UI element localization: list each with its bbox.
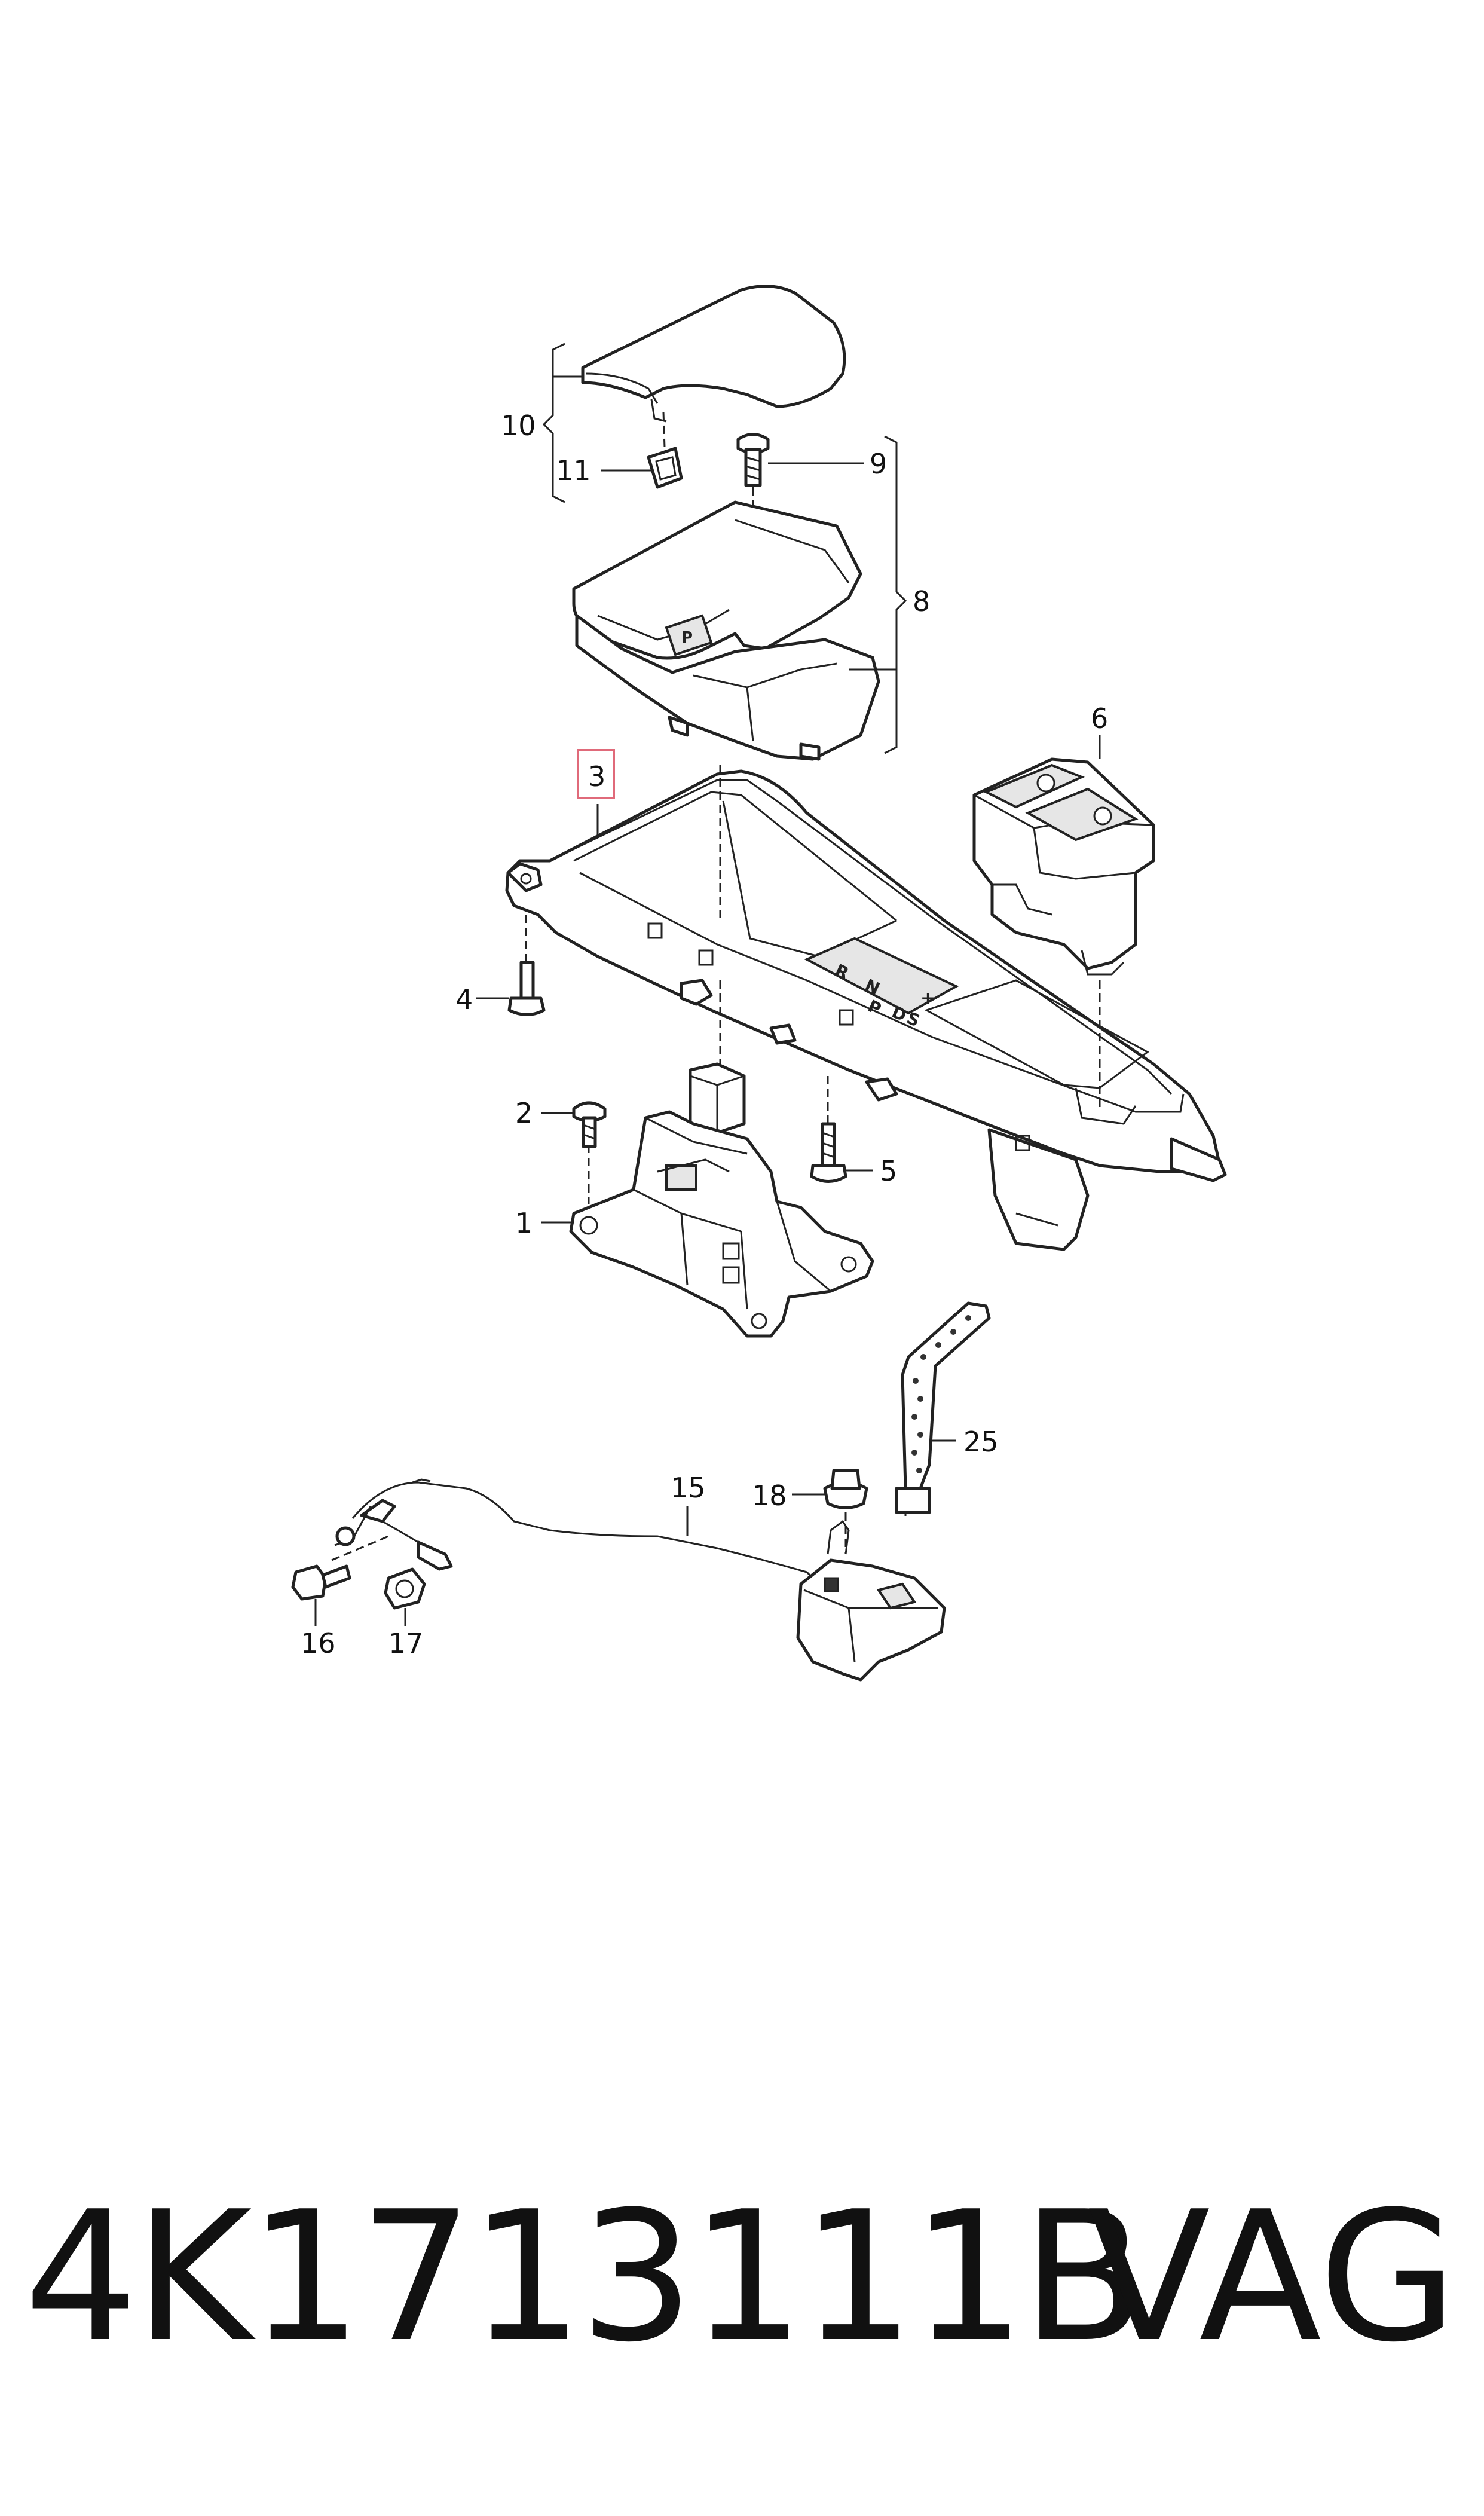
callout-25: 25 <box>963 1426 999 1458</box>
screw-9 <box>736 433 770 487</box>
center-console-part <box>505 769 1227 1251</box>
rod-part <box>895 1301 991 1514</box>
clip-part <box>647 447 683 489</box>
highlight-box-3 <box>577 749 615 799</box>
footer: 4K1713111B VAG <box>24 2152 1458 2403</box>
callout-6: 6 <box>1091 702 1108 735</box>
callout-2: 2 <box>515 1097 533 1129</box>
callout-1: 1 <box>515 1207 533 1239</box>
callout-17: 17 <box>388 1627 424 1659</box>
screw-2 <box>572 1101 607 1148</box>
callout-8: 8 <box>913 585 930 617</box>
brand-name: VAG <box>1088 2173 1458 2382</box>
callout-9: 9 <box>870 448 887 480</box>
nut-18 <box>823 1469 868 1509</box>
callout-16: 16 <box>301 1627 336 1659</box>
cable-bracket <box>331 1499 453 1571</box>
gear-plus-label: + <box>920 988 935 1009</box>
callout-11: 11 <box>556 454 591 487</box>
callout-labels: 10 11 9 8 3 6 4 2 5 1 25 15 18 16 17 <box>301 409 1108 1659</box>
shifter-mechanism-part <box>569 1062 874 1338</box>
callout-10: 10 <box>501 409 536 442</box>
selector-housing-part: P <box>572 500 880 761</box>
cover-trim-part <box>581 285 846 423</box>
bracket-8 <box>884 435 907 754</box>
bracket-10 <box>542 343 565 503</box>
callout-18: 18 <box>752 1479 787 1512</box>
screw-5 <box>810 1122 847 1183</box>
nut-17 <box>384 1567 426 1610</box>
callout-5: 5 <box>880 1155 897 1187</box>
callout-15: 15 <box>671 1472 706 1504</box>
park-button-label: P <box>681 629 693 647</box>
callout-4: 4 <box>455 983 473 1016</box>
bolt-16 <box>291 1564 351 1601</box>
part-number: 4K1713111B <box>24 2173 1145 2382</box>
callout-3: 3 <box>588 760 605 793</box>
switch-module-part <box>972 757 1155 976</box>
bolt-4 <box>507 961 546 1016</box>
shift-cable-part <box>351 1478 946 1682</box>
